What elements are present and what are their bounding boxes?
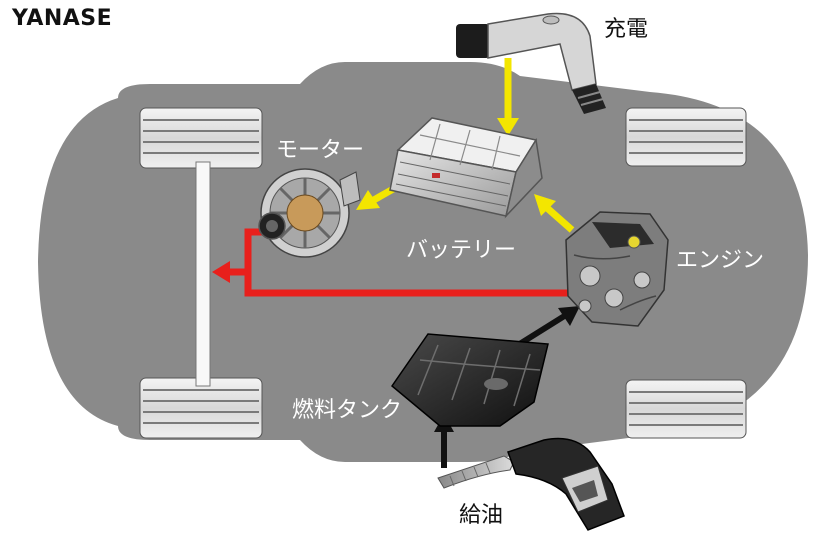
- wheel-rear-right: [625, 379, 747, 439]
- drive-flow-arrow: [212, 228, 600, 297]
- label-refueling: 給油: [459, 503, 504, 528]
- fuel-tank: [390, 333, 549, 427]
- battery-pack: [389, 117, 543, 219]
- label-motor: モーター: [276, 138, 365, 163]
- label-engine: エンジン: [676, 248, 765, 273]
- wheel-front-right: [625, 107, 747, 167]
- wheel-rear-left: [139, 377, 263, 439]
- label-charging: 充電: [604, 17, 649, 42]
- yanase-logo: YANASE: [12, 6, 113, 31]
- label-battery: バッテリー: [406, 238, 517, 263]
- rear-axle: [195, 161, 211, 387]
- wheel-front-left: [139, 107, 263, 169]
- ev-charging-plug-icon: [456, 12, 606, 114]
- fuel-nozzle-icon: [437, 437, 625, 531]
- electric-motor: [258, 168, 361, 258]
- label-fuel-tank: 燃料タンク: [292, 398, 403, 423]
- engine-block: [565, 211, 669, 327]
